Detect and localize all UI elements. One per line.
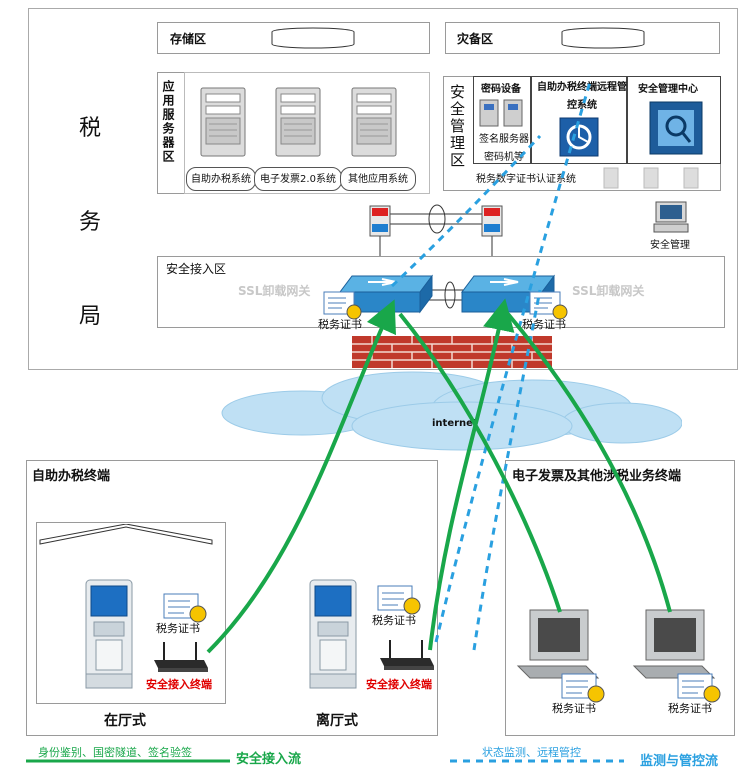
desktop-computer-icon xyxy=(632,609,716,679)
kiosk-icon xyxy=(309,579,357,689)
legend-green-desc: 身份鉴别、国密隧道、签名验签 xyxy=(38,746,192,759)
certificate-icon xyxy=(677,673,721,703)
crypto-line2: 密码机等 xyxy=(484,152,524,163)
server-icon xyxy=(200,87,246,157)
off-hall-label: 离厅式 xyxy=(316,713,358,729)
disaster-zone xyxy=(445,22,720,54)
access-terminal-router-icon xyxy=(380,640,434,670)
legend-blue-desc: 状态监测、远程管控 xyxy=(482,746,581,759)
certificate-icon xyxy=(377,585,421,615)
mgmt-workstation-label: 安全管理 xyxy=(650,240,690,251)
server-icon xyxy=(275,87,321,157)
legend-green-line xyxy=(26,759,230,763)
certificate-icon xyxy=(323,291,362,320)
switch-icon xyxy=(369,205,391,237)
tax-bureau-label: 税 务 局 xyxy=(75,82,105,364)
system-einvoice: 电子发票2.0系统 xyxy=(254,167,342,191)
mgmt-workstation-icon xyxy=(653,201,689,233)
bureau-char-1: 税 xyxy=(78,116,101,141)
legend-blue-label: 监测与管控流 xyxy=(640,754,719,769)
bureau-char-2: 务 xyxy=(78,210,101,235)
server-icon xyxy=(351,87,397,157)
storage-zone-label: 存储区 xyxy=(170,32,207,46)
secure-access-zone-label: 安全接入区 xyxy=(166,262,227,276)
mgmt-center-title: 安全管理中心 xyxy=(638,84,698,95)
app-server-zone-label: 应用服务器区 xyxy=(161,80,175,164)
remote-control-icon xyxy=(559,117,599,157)
crypto-device-title: 密码设备 xyxy=(481,84,521,95)
access-flow-lines xyxy=(206,298,672,654)
kiosk-icon xyxy=(85,579,133,689)
core-switch-links xyxy=(379,204,493,256)
disaster-zone-label: 灾备区 xyxy=(457,32,494,46)
access-terminal-label-2: 安全接入终端 xyxy=(366,678,432,691)
certificate-icon xyxy=(561,673,605,703)
roof-icon xyxy=(39,524,213,545)
einvoice-cert1-label: 税务证书 xyxy=(552,702,596,715)
system-other: 其他应用系统 xyxy=(340,167,416,191)
backup-disk-icon xyxy=(561,27,645,49)
certificate-icon xyxy=(163,593,207,623)
in-hall-label: 在厅式 xyxy=(104,713,146,729)
storage-disk-icon xyxy=(271,27,355,49)
einvoice-title: 电子发票及其他涉税业务终端 xyxy=(512,469,682,484)
crypto-line1: 签名服务器 xyxy=(479,134,529,145)
mgmt-center-icon xyxy=(649,101,703,155)
ca-system-label: 税务数字证书认证系统 xyxy=(476,174,576,185)
self-service-title: 自助办税终端 xyxy=(32,469,111,484)
secure-access-zone xyxy=(157,256,725,328)
firewall-icon xyxy=(352,336,552,368)
access-terminal-router-icon xyxy=(154,642,208,672)
ssl-gateway-left-label: SSL卸载网关 xyxy=(238,284,311,298)
cert-in-hall-label: 税务证书 xyxy=(156,622,200,635)
signature-server-icon xyxy=(479,99,523,127)
ca-server-icons xyxy=(603,167,699,189)
cert-off-hall-label: 税务证书 xyxy=(372,614,416,627)
security-mgmt-label: 安全管理区 xyxy=(448,84,466,169)
bureau-char-3: 局 xyxy=(78,304,101,329)
legend-green-label: 安全接入流 xyxy=(236,752,302,767)
access-terminal-label-1: 安全接入终端 xyxy=(146,678,212,691)
internet-label: internet xyxy=(432,418,478,429)
cert-left-label: 税务证书 xyxy=(318,318,362,331)
switch-icon xyxy=(481,205,503,237)
einvoice-cert2-label: 税务证书 xyxy=(668,702,712,715)
legend-blue-line xyxy=(450,759,624,763)
ssl-gateway-right-label: SSL卸载网关 xyxy=(572,284,645,298)
remote-control-title: 自助办税终端远程管控系统 xyxy=(537,82,627,111)
